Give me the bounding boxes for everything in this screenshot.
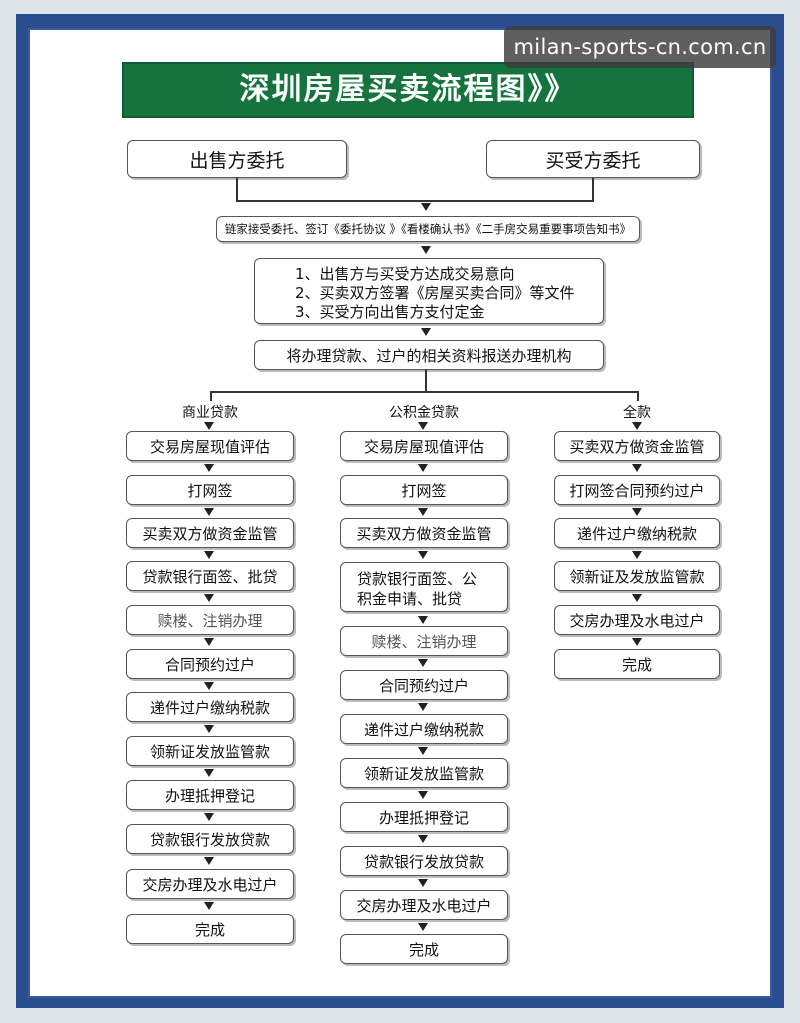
arrow	[418, 879, 428, 887]
arrow	[204, 725, 214, 733]
page-title: 深圳房屋买卖流程图》》	[122, 62, 694, 118]
full-step: 打网签合同预约过户	[554, 475, 720, 505]
full-step: 买卖双方做资金监管	[554, 431, 720, 461]
arrow	[632, 638, 642, 646]
arrow	[418, 464, 428, 472]
commercial-step: 赎楼、注销办理	[126, 605, 294, 635]
full-step: 领新证及发放监管款	[554, 561, 720, 591]
step-trade-intent: 1、出售方与买受方达成交易意向 2、买卖双方签署《房屋买卖合同》等文件 3、买受…	[254, 258, 604, 324]
arrow	[418, 747, 428, 755]
provident-step-done: 完成	[340, 934, 508, 964]
arrow	[418, 703, 428, 711]
step-item: 1、出售方与买受方达成交易意向	[295, 265, 515, 283]
arrow	[204, 769, 214, 777]
watermark: milan-sports-cn.com.cn	[504, 26, 776, 68]
full-step: 交房办理及水电过户	[554, 605, 720, 635]
branch-label-full: 全款	[623, 405, 651, 421]
arrow	[204, 464, 214, 472]
provident-step: 交房办理及水电过户	[340, 890, 508, 920]
connector	[236, 200, 594, 202]
full-step-done: 完成	[554, 649, 720, 679]
step-item: 2、买卖双方签署《房屋买卖合同》等文件	[295, 284, 575, 302]
arrow	[204, 857, 214, 865]
commercial-step: 交房办理及水电过户	[126, 869, 294, 899]
connector	[425, 370, 427, 392]
arrow	[204, 682, 214, 690]
branch-label-commercial: 商业贷款	[182, 405, 238, 421]
arrow	[204, 594, 214, 602]
arrow	[418, 508, 428, 516]
commercial-step: 贷款银行面签、批贷	[126, 561, 294, 591]
arrow	[418, 923, 428, 931]
provident-step: 交易房屋现值评估	[340, 431, 508, 461]
arrow	[418, 551, 428, 559]
commercial-step: 贷款银行发放贷款	[126, 824, 294, 854]
provident-step: 打网签	[340, 475, 508, 505]
commercial-step: 买卖双方做资金监管	[126, 518, 294, 548]
arrow	[421, 246, 431, 254]
arrow	[418, 659, 428, 667]
arrow	[632, 422, 642, 430]
connector	[236, 178, 238, 200]
connector	[637, 391, 639, 401]
full-step: 递件过户缴纳税款	[554, 518, 720, 548]
provident-step: 贷款银行发放贷款	[340, 846, 508, 876]
connector	[210, 391, 212, 401]
commercial-step-done: 完成	[126, 914, 294, 944]
provident-step: 赎楼、注销办理	[340, 626, 508, 656]
arrow	[204, 638, 214, 646]
provident-step: 办理抵押登记	[340, 802, 508, 832]
provident-step: 合同预约过户	[340, 670, 508, 700]
commercial-step: 打网签	[126, 475, 294, 505]
provident-step: 贷款银行面签、公积金申请、批贷	[340, 562, 508, 612]
branch-label-provident: 公积金贷款	[389, 405, 459, 421]
commercial-step: 合同预约过户	[126, 649, 294, 679]
step-submit-documents: 将办理贷款、过户的相关资料报送办理机构	[254, 340, 604, 370]
commercial-step: 领新证发放监管款	[126, 736, 294, 766]
arrow	[632, 551, 642, 559]
provident-step: 领新证发放监管款	[340, 758, 508, 788]
arrow	[632, 594, 642, 602]
arrow	[632, 464, 642, 472]
arrow	[632, 508, 642, 516]
commercial-step: 办理抵押登记	[126, 780, 294, 810]
arrow	[204, 422, 214, 430]
arrow	[418, 835, 428, 843]
arrow	[418, 791, 428, 799]
provident-step: 递件过户缴纳税款	[340, 714, 508, 744]
arrow	[421, 203, 431, 211]
arrow	[204, 508, 214, 516]
buyer-entrust-box: 买受方委托	[486, 140, 700, 178]
connector	[210, 391, 638, 393]
arrow	[418, 616, 428, 624]
seller-entrust-box: 出售方委托	[127, 140, 347, 178]
commercial-step: 交易房屋现值评估	[126, 431, 294, 461]
arrow	[204, 813, 214, 821]
arrow	[204, 551, 214, 559]
step-entrust-agreement: 链家接受委托、签订《委托协议 》《看楼确认书》《二手房交易重要事项告知书》	[216, 216, 640, 242]
arrow	[204, 902, 214, 910]
arrow	[418, 422, 428, 430]
provident-step: 买卖双方做资金监管	[340, 518, 508, 548]
arrow	[421, 328, 431, 336]
connector	[592, 178, 594, 200]
commercial-step: 递件过户缴纳税款	[126, 692, 294, 722]
step-item: 3、买受方向出售方支付定金	[295, 303, 485, 321]
